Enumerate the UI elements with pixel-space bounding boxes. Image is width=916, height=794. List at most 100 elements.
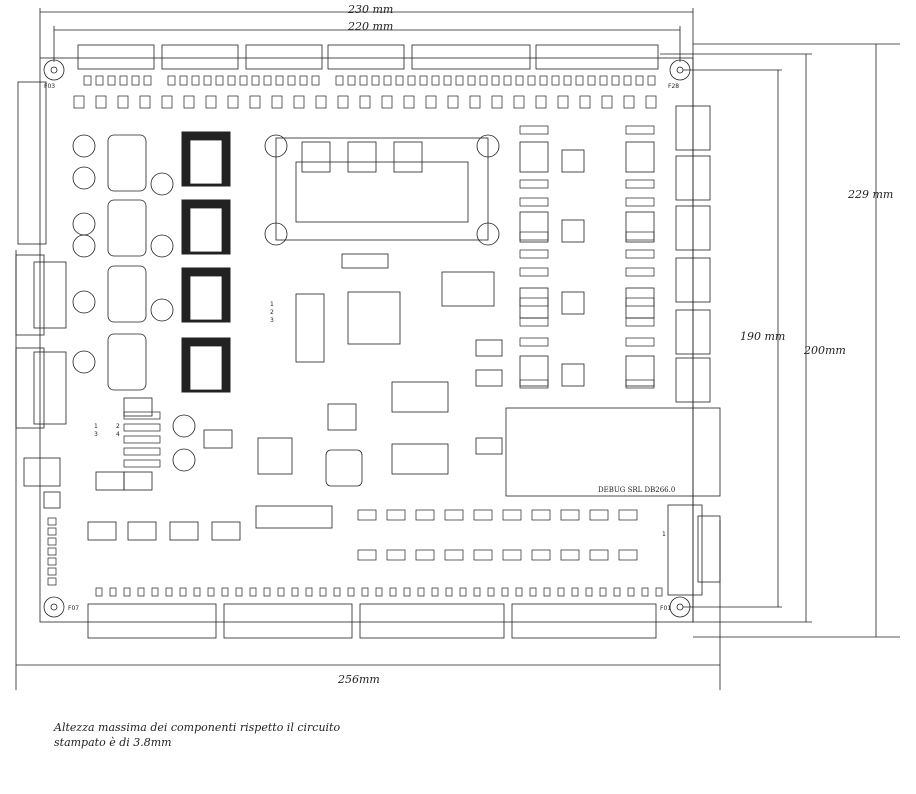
smd-part — [193, 587, 201, 597]
dim-label-190: 190 mm — [740, 330, 786, 343]
smd-part — [479, 75, 488, 86]
smd-part — [359, 95, 371, 109]
smd-part — [249, 95, 261, 109]
smd-part — [571, 587, 579, 597]
relay — [675, 309, 711, 355]
smd-part — [417, 587, 425, 597]
ic-chip — [625, 211, 655, 243]
smd-part — [613, 587, 621, 597]
smd-part — [431, 587, 439, 597]
header-pin-label: 3 — [270, 317, 274, 324]
smd-part — [589, 509, 609, 521]
smd-part — [359, 75, 368, 86]
smd-part — [563, 75, 572, 86]
smd-part — [491, 95, 503, 109]
smd-part — [519, 297, 549, 307]
smd-part — [655, 587, 663, 597]
ic-chip — [625, 287, 655, 319]
smd-part — [335, 75, 344, 86]
smd-part — [203, 75, 212, 86]
smd-part — [519, 337, 549, 347]
ic-chip — [87, 521, 117, 541]
smd-part — [502, 549, 522, 561]
smd-part — [487, 587, 495, 597]
smd-part — [221, 587, 229, 597]
jack-connector — [23, 457, 61, 487]
smd-part — [519, 231, 549, 241]
relay — [675, 205, 711, 251]
db-connector — [15, 347, 45, 429]
smd-part — [357, 549, 377, 561]
smd-part — [291, 587, 299, 597]
smd-part — [207, 587, 215, 597]
smd-part — [47, 557, 57, 566]
smd-part — [560, 509, 580, 521]
ic-chip — [519, 355, 549, 387]
smd-part — [623, 95, 635, 109]
smd-part — [443, 75, 452, 86]
dim-label-200: 200mm — [804, 344, 846, 357]
side-connector — [17, 81, 47, 245]
ic-chip — [123, 397, 153, 417]
smd-part — [531, 509, 551, 521]
header-pin-label: 2 — [270, 309, 274, 316]
smd-part — [459, 587, 467, 597]
smd-part — [539, 75, 548, 86]
smd-part — [618, 509, 638, 521]
hole-label: F07 — [68, 605, 79, 612]
header-pin-label: 1 — [270, 301, 274, 308]
smd-part — [623, 75, 632, 86]
bottom-connector — [359, 603, 505, 639]
smd-part — [618, 549, 638, 561]
smd-part — [403, 95, 415, 109]
smd-part — [119, 75, 128, 86]
smd-part — [47, 547, 57, 556]
smd-part — [625, 179, 655, 189]
smd-part — [587, 75, 596, 86]
smd-part — [95, 95, 107, 109]
smd-part — [123, 423, 161, 432]
smd-part — [503, 75, 512, 86]
smd-part — [415, 549, 435, 561]
smd-part — [139, 95, 151, 109]
top-connector — [77, 44, 155, 70]
smd-part — [519, 317, 549, 327]
ic-chip — [519, 211, 549, 243]
relay — [675, 357, 711, 403]
smd-part — [625, 317, 655, 327]
jumper-pin-label: 2 — [116, 423, 120, 430]
smd-part — [641, 587, 649, 597]
smd-part — [271, 95, 283, 109]
smd-part — [251, 75, 260, 86]
ic-chip — [127, 521, 157, 541]
smd-part — [337, 95, 349, 109]
smd-part — [47, 537, 57, 546]
ic-chip — [561, 219, 585, 243]
top-connector — [327, 44, 405, 70]
smd-part — [47, 577, 57, 586]
ic-chip — [347, 141, 377, 173]
smd-part — [519, 379, 549, 389]
smd-part — [263, 587, 271, 597]
smd-part — [625, 337, 655, 347]
smd-part — [625, 297, 655, 307]
mounting-hole — [43, 59, 65, 81]
ic-chip — [561, 149, 585, 173]
ic-chip — [211, 521, 241, 541]
smd-part — [403, 587, 411, 597]
ic-chip — [519, 287, 549, 319]
smd-part — [109, 587, 117, 597]
smd-part — [419, 75, 428, 86]
smd-part — [491, 75, 500, 86]
mounting-hole — [669, 596, 691, 618]
smd-part — [625, 267, 655, 277]
smd-part — [319, 587, 327, 597]
bottom-connector — [511, 603, 657, 639]
smd-part — [183, 95, 195, 109]
ic-chip — [301, 141, 331, 173]
relay — [675, 257, 711, 303]
smd-part — [305, 587, 313, 597]
smd-part — [311, 75, 320, 86]
smd-part — [107, 75, 116, 86]
smd-part — [123, 435, 161, 444]
